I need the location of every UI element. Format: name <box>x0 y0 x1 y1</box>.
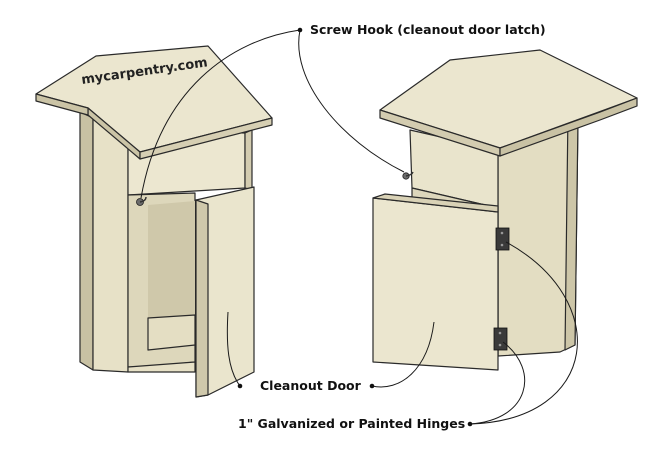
left-house-floor <box>147 314 196 351</box>
left-house-right-side <box>244 129 253 191</box>
right-house-back-post <box>564 111 579 351</box>
label-hinges: 1" Galvanized or Painted Hinges <box>238 416 465 431</box>
right-screw-hook-icon <box>402 171 414 180</box>
birdhouse-right <box>372 49 638 371</box>
leader-screw-hook-left <box>140 29 301 199</box>
left-house-interior-shadow <box>148 201 195 318</box>
left-house-roof-side-edge <box>139 117 273 160</box>
left-house-front-left-strip <box>92 117 129 373</box>
label-cleanout-door: Cleanout Door <box>260 378 362 393</box>
leader-dot-cleanout-door-right <box>369 383 375 389</box>
right-house-closed-door <box>372 197 499 371</box>
leader-dot-cleanout-door <box>237 383 243 389</box>
left-house-side-panel <box>79 111 94 371</box>
leader-screw-hook-right <box>298 29 405 173</box>
hinge-bottom-icon <box>493 327 508 351</box>
leader-dot-hinges <box>467 421 473 427</box>
right-house-roof-side-edge <box>499 97 638 157</box>
hinge-top-icon <box>495 227 510 251</box>
left-house-front-bottom <box>127 361 196 373</box>
leader-cleanout-door-right <box>371 321 435 388</box>
label-screw-hook: Screw Hook (cleanout door latch) <box>310 22 546 37</box>
leader-cleanout-door <box>226 311 241 387</box>
leader-hinge-top <box>469 241 578 425</box>
leader-hinge-bottom <box>469 341 526 425</box>
left-screw-hook-icon <box>136 196 147 206</box>
right-house-door-top-edge <box>372 193 499 213</box>
birdhouse-left <box>35 45 273 398</box>
left-house-roof-left-edge <box>35 93 89 116</box>
leader-dot-screw-hook <box>297 27 303 33</box>
left-house-open-door-edge <box>195 199 209 398</box>
leader-lines <box>140 27 578 427</box>
